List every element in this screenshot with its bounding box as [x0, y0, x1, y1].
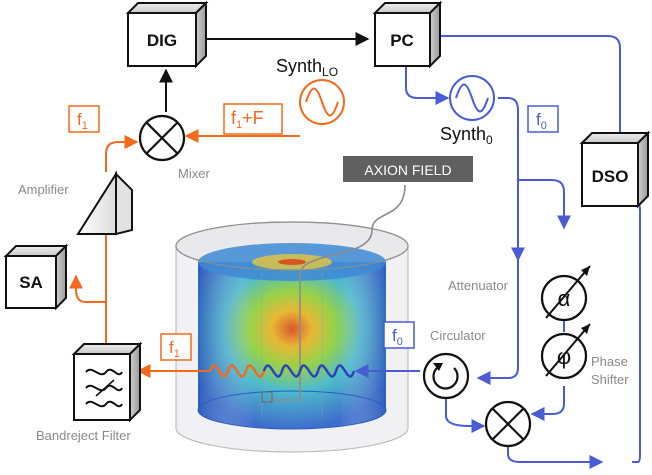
- circulator-label: Circulator: [430, 328, 486, 343]
- axion-field-cable: [268, 184, 406, 401]
- axion-field-label: AXION FIELD: [364, 162, 451, 178]
- phase-shifter-label-line2: Shifter: [591, 372, 629, 387]
- bandreject-filter-label: Bandreject Filter: [36, 428, 131, 443]
- bandreject-filter-icon: [71, 341, 143, 423]
- pc-label: PC: [390, 31, 414, 50]
- svg-text:f1: f1: [169, 338, 180, 360]
- amplifier-icon: [76, 170, 133, 236]
- tag-f0-cavity: f0: [383, 321, 415, 349]
- phase-shifter-label-line1: Phase: [591, 354, 628, 369]
- cavity: [175, 221, 409, 453]
- svg-text:f0: f0: [536, 110, 547, 132]
- svg-text:f1: f1: [77, 110, 88, 132]
- circulator-icon: [422, 352, 470, 400]
- synth-lo-icon: [299, 79, 345, 125]
- dso-block: DSO: [579, 130, 651, 209]
- axion-field-banner: AXION FIELD: [343, 156, 473, 182]
- mixer-bottom-icon: [484, 400, 532, 448]
- tag-f1-plus-F: f1+F: [223, 103, 283, 135]
- synth0-label: Synth0: [440, 124, 493, 147]
- dig-block: DIG: [125, 0, 209, 69]
- tag-f1-cavity: f1: [160, 333, 192, 361]
- phase-shifter-icon: φ: [540, 323, 591, 380]
- cavity-signal-wave-blue: [262, 364, 356, 378]
- attenuator-symbol: α: [558, 286, 571, 311]
- dig-label: DIG: [147, 31, 177, 50]
- svg-text:f1+F: f1+F: [231, 108, 264, 131]
- dso-label: DSO: [592, 167, 629, 186]
- tag-f0-right: f0: [527, 105, 559, 133]
- cavity-signal-wave-orange: [208, 364, 266, 378]
- sa-label: SA: [19, 273, 43, 292]
- attenuator-label: Attenuator: [448, 278, 509, 293]
- axion-field-sensor-icon: [261, 391, 273, 403]
- sa-block: SA: [3, 243, 69, 311]
- mixer-top-icon: [138, 114, 186, 162]
- synth0-icon: [449, 75, 495, 121]
- cavity-field-icon: [197, 243, 387, 430]
- svg-text:f0: f0: [392, 326, 403, 348]
- synth-lo-label: SynthLO: [276, 56, 338, 79]
- mixer-label: Mixer: [178, 166, 210, 181]
- amplifier-label: Amplifier: [18, 182, 69, 197]
- attenuator-icon: α: [540, 265, 591, 322]
- phase-symbol: φ: [557, 344, 571, 369]
- pc-block: PC: [372, 0, 443, 69]
- tag-f1-top: f1: [68, 105, 100, 133]
